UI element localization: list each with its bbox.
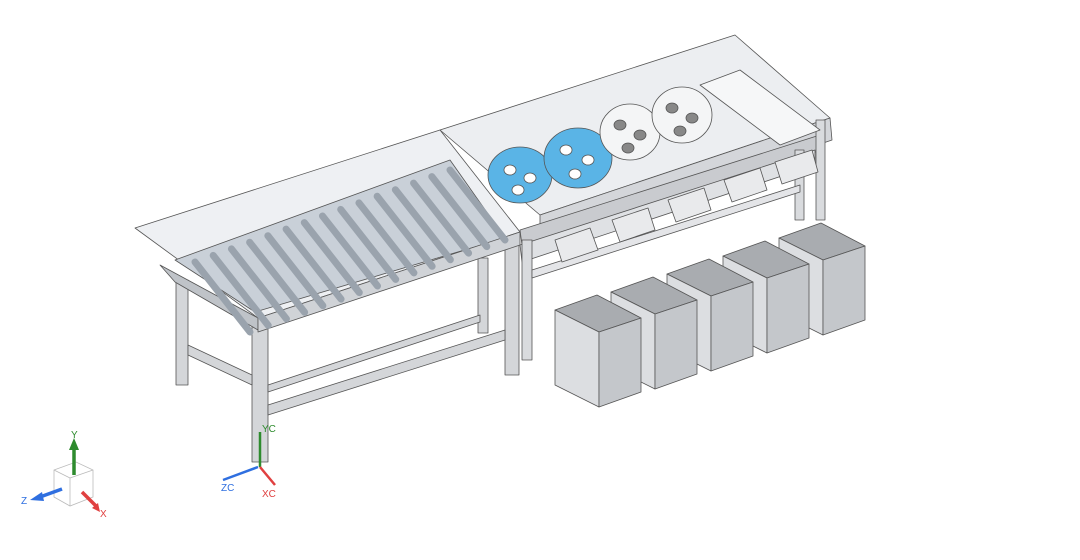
bin [554, 294, 642, 408]
drum-2 [543, 127, 613, 189]
roller [246, 238, 309, 316]
sorting-machine-model[interactable] [134, 34, 866, 463]
roller [446, 166, 509, 244]
wcs-triad: YC ZC XC [221, 424, 276, 500]
y-label: Y [71, 430, 78, 441]
x-label: X [100, 509, 107, 520]
x-axis-arrow [80, 490, 98, 508]
z-axis-arrow [39, 487, 63, 499]
roller-conveyor [134, 129, 521, 333]
roller [410, 179, 473, 257]
zc-axis-arrow [222, 465, 259, 482]
zc-label: ZC [221, 483, 234, 494]
drum-4 [651, 86, 713, 144]
roller [264, 232, 327, 310]
xc-label: XC [262, 489, 276, 500]
outlet-chutes [554, 149, 819, 263]
roller [319, 212, 381, 290]
view-triad[interactable]: Y Z X [21, 430, 107, 520]
view-cube-icon [53, 461, 94, 507]
roller [355, 199, 418, 277]
roller [191, 258, 254, 336]
left-frame-legs [175, 237, 520, 463]
collection-bins [554, 222, 866, 408]
yc-label: YC [262, 424, 276, 435]
roller [337, 205, 400, 283]
roller [373, 192, 436, 270]
drum-3 [599, 103, 661, 161]
roller [428, 173, 491, 251]
rollers [191, 166, 509, 336]
z-label: Z [21, 496, 27, 507]
roller [300, 219, 363, 297]
roller [209, 251, 272, 329]
xc-axis-arrow [259, 466, 276, 486]
roller [282, 225, 345, 303]
roller [227, 245, 290, 323]
drum-1 [487, 146, 553, 204]
roller [391, 186, 454, 264]
